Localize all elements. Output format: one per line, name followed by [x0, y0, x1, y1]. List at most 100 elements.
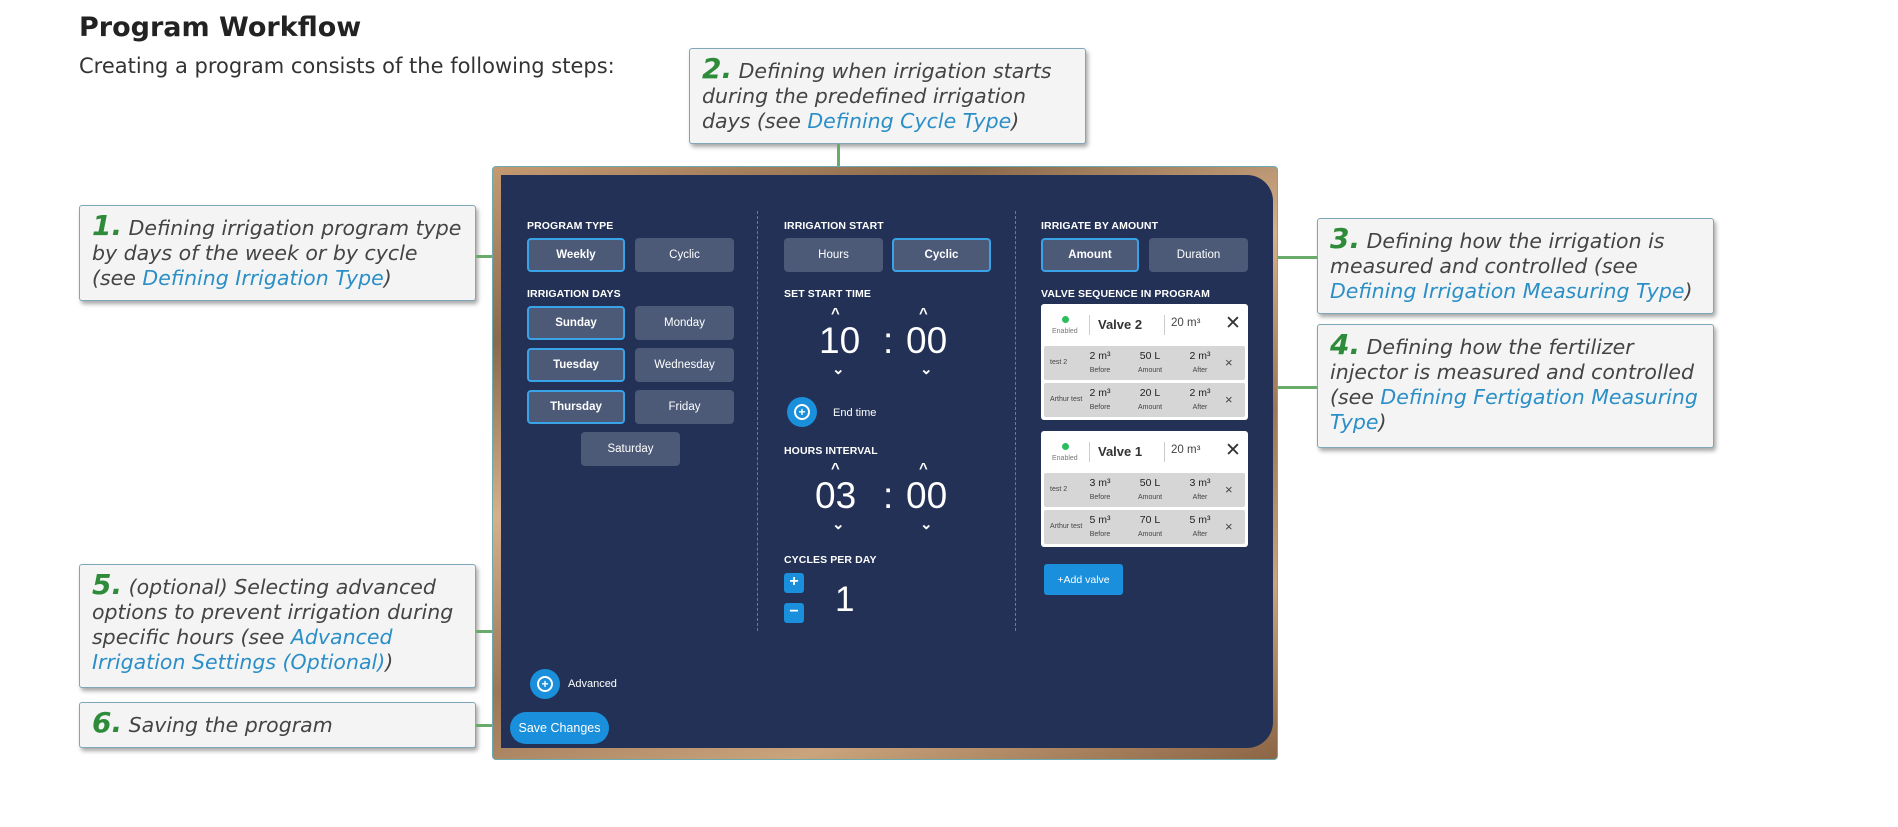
minutes-down-chevron-icon[interactable]: ⌄: [920, 361, 933, 378]
irrigation-start-label: IRRIGATION START: [784, 220, 884, 232]
callout-tail: ): [385, 650, 394, 674]
callout-2: 2. Defining when irrigation starts durin…: [689, 48, 1086, 144]
interval-hours-up-chevron-icon[interactable]: ^: [831, 460, 840, 477]
remove-row-icon[interactable]: ×: [1225, 355, 1233, 370]
add-valve-button[interactable]: +Add valve: [1044, 564, 1123, 595]
callout-number: 5.: [92, 568, 123, 601]
interval-hours-down-chevron-icon[interactable]: ⌄: [832, 516, 845, 533]
fertigation-row: Arthur test 2 m³ Before 20 L Amount 2 m³…: [1044, 383, 1245, 417]
start-hours[interactable]: 10: [819, 320, 861, 361]
day-monday[interactable]: Monday: [635, 306, 734, 340]
callout-text: Defining how the irrigation is measured …: [1330, 229, 1665, 278]
separator: [1164, 315, 1165, 335]
page-title: Program Workflow: [79, 12, 362, 43]
save-changes-button[interactable]: Save Changes: [510, 712, 609, 744]
end-time-label: End time: [833, 407, 877, 419]
day-saturday[interactable]: Saturday: [581, 432, 680, 466]
interval-minutes-down-chevron-icon[interactable]: ⌄: [920, 516, 933, 533]
amount-caption: Amount: [1137, 531, 1163, 538]
amount-button[interactable]: Amount: [1041, 238, 1139, 272]
column-divider: [757, 211, 758, 631]
hours-down-chevron-icon[interactable]: ⌄: [832, 361, 845, 378]
remove-row-icon[interactable]: ×: [1225, 392, 1233, 407]
hours-button[interactable]: Hours: [784, 238, 883, 272]
valve-sequence-label: VALVE SEQUENCE IN PROGRAM: [1041, 288, 1210, 300]
before-value: 2 m³: [1089, 350, 1111, 362]
app-screenshot: PROGRAM TYPE Weekly Cyclic IRRIGATION DA…: [492, 166, 1278, 760]
intro-text: Creating a program consists of the follo…: [79, 54, 615, 78]
advanced-toggle-button[interactable]: +: [530, 669, 560, 699]
callout-number: 4.: [1330, 328, 1361, 361]
remove-row-icon[interactable]: ×: [1225, 482, 1233, 497]
valve-amount: 20 m³: [1171, 444, 1201, 456]
interval-hours[interactable]: 03: [815, 475, 857, 516]
amount-value: 50 L: [1139, 350, 1161, 362]
callout-number: 1.: [92, 209, 123, 242]
callout-link[interactable]: Defining Irrigation Measuring Type: [1330, 279, 1685, 303]
day-friday[interactable]: Friday: [635, 390, 734, 424]
weekly-button[interactable]: Weekly: [527, 238, 625, 272]
after-caption: After: [1192, 404, 1208, 411]
end-time-add-button[interactable]: +: [787, 397, 817, 427]
callout-6: 6. Saving the program: [79, 702, 476, 748]
close-icon[interactable]: ✕: [1225, 313, 1241, 334]
callout-1: 1. Defining irrigation program type by d…: [79, 205, 476, 301]
cyclic-start-button[interactable]: Cyclic: [892, 238, 991, 272]
separator: [1089, 315, 1090, 335]
after-value: 5 m³: [1189, 514, 1211, 526]
close-icon[interactable]: ✕: [1225, 440, 1241, 461]
callout-text: (optional) Selecting advanced options to…: [92, 575, 454, 649]
after-caption: After: [1192, 367, 1208, 374]
irrigation-days-label: IRRIGATION DAYS: [527, 288, 621, 300]
valve-card[interactable]: Enabled Valve 1 20 m³ ✕ test 2 3 m³ Befo…: [1041, 431, 1248, 547]
callout-link[interactable]: Defining Irrigation Type: [142, 266, 384, 290]
column-divider: [1015, 211, 1016, 631]
callout-link[interactable]: Defining Fertigation Measuring Type: [1330, 385, 1698, 434]
cyclic-type-button[interactable]: Cyclic: [635, 238, 734, 272]
plus-circle-icon: +: [537, 676, 553, 692]
duration-button[interactable]: Duration: [1149, 238, 1248, 272]
before-caption: Before: [1089, 367, 1111, 374]
cycles-decrement-button[interactable]: −: [784, 603, 804, 623]
callout-text: Defining irrigation program type by days…: [92, 216, 462, 290]
day-wednesday[interactable]: Wednesday: [635, 348, 734, 382]
cycles-increment-button[interactable]: +: [784, 573, 804, 593]
remove-row-icon[interactable]: ×: [1225, 519, 1233, 534]
valve-card[interactable]: Enabled Valve 2 20 m³ ✕ test 2 2 m³ Befo…: [1041, 304, 1248, 420]
irrigate-by-label: IRRIGATE BY AMOUNT: [1041, 220, 1159, 232]
fertigation-row: test 2 3 m³ Before 50 L Amount 3 m³ Afte…: [1044, 473, 1245, 507]
after-caption: After: [1192, 531, 1208, 538]
start-time-separator: :: [883, 320, 894, 361]
callout-3: 3. Defining how the irrigation is measur…: [1317, 218, 1714, 314]
amount-caption: Amount: [1137, 367, 1163, 374]
start-minutes[interactable]: 00: [906, 320, 948, 361]
callout-link[interactable]: Advanced Irrigation Settings (Optional): [92, 625, 393, 674]
amount-value: 50 L: [1139, 477, 1161, 489]
before-value: 2 m³: [1089, 387, 1111, 399]
valve-name: Valve 2: [1098, 317, 1143, 332]
cycles-per-day-label: CYCLES PER DAY: [784, 554, 877, 566]
day-tuesday[interactable]: Tuesday: [527, 348, 625, 382]
fertigation-name: Arthur test: [1050, 523, 1083, 530]
day-sunday[interactable]: Sunday: [527, 306, 625, 340]
callout-number: 6.: [92, 706, 123, 739]
amount-caption: Amount: [1137, 494, 1163, 501]
interval-minutes[interactable]: 00: [906, 475, 948, 516]
fertigation-row: test 2 2 m³ Before 50 L Amount 2 m³ Afte…: [1044, 346, 1245, 380]
amount-caption: Amount: [1137, 404, 1163, 411]
fertigation-name: test 2: [1050, 359, 1068, 366]
interval-minutes-up-chevron-icon[interactable]: ^: [919, 460, 928, 477]
minutes-up-chevron-icon[interactable]: ^: [919, 305, 928, 322]
callout-tail: ): [1378, 410, 1387, 434]
callout-link[interactable]: Defining Cycle Type: [807, 109, 1012, 133]
fertigation-name: Arthur test: [1050, 396, 1083, 403]
program-editor: PROGRAM TYPE Weekly Cyclic IRRIGATION DA…: [501, 175, 1273, 748]
interval-separator: :: [883, 475, 894, 516]
callout-text: Defining how the fertilizer injector is …: [1330, 335, 1694, 409]
before-caption: Before: [1089, 494, 1111, 501]
day-thursday[interactable]: Thursday: [527, 390, 625, 424]
hours-up-chevron-icon[interactable]: ^: [831, 305, 840, 322]
fertigation-name: test 2: [1050, 486, 1068, 493]
callout-tail: ): [1684, 279, 1693, 303]
separator: [1089, 442, 1090, 462]
